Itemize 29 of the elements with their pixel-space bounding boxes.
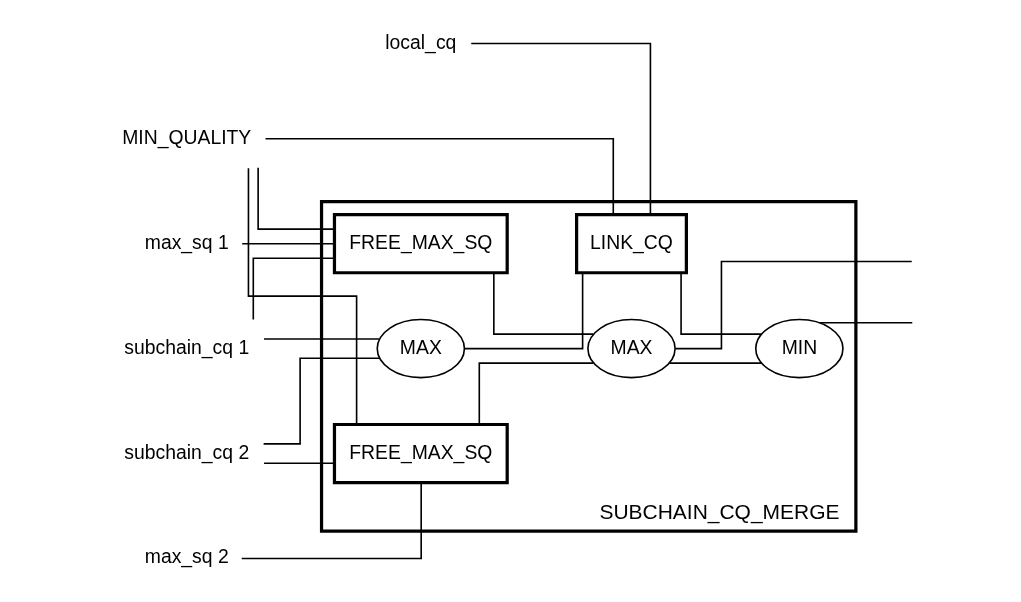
node-ellipse: MAX xyxy=(586,318,676,379)
node-text: subchain_cq 2 xyxy=(123,440,249,463)
connector xyxy=(463,272,583,350)
connector xyxy=(469,42,651,216)
node-box: FREE_MAX_SQ xyxy=(332,422,509,485)
connector xyxy=(264,137,614,216)
node-text: max_sq 1 xyxy=(144,230,229,253)
connector xyxy=(240,242,335,245)
connector xyxy=(262,357,380,445)
node-text: MIN_QUALITY xyxy=(121,125,251,148)
connector xyxy=(252,257,335,321)
connector xyxy=(247,167,357,425)
connector xyxy=(262,338,380,340)
connector xyxy=(256,167,335,230)
connector xyxy=(240,482,422,560)
node-box: FREE_MAX_SQ xyxy=(332,213,509,275)
connector xyxy=(668,362,762,364)
node-text: local_cq xyxy=(384,30,456,53)
node-box: LINK_CQ xyxy=(574,213,688,275)
node-text: subchain_cq 1 xyxy=(123,335,249,358)
connector xyxy=(492,272,594,335)
connector xyxy=(679,272,762,335)
node-ellipse: MIN xyxy=(754,318,844,379)
connector xyxy=(674,260,913,350)
connector xyxy=(818,322,913,324)
connector xyxy=(478,362,594,426)
node-text: max_sq 2 xyxy=(144,545,229,568)
connector xyxy=(262,462,335,465)
node-ellipse: MAX xyxy=(375,318,465,379)
